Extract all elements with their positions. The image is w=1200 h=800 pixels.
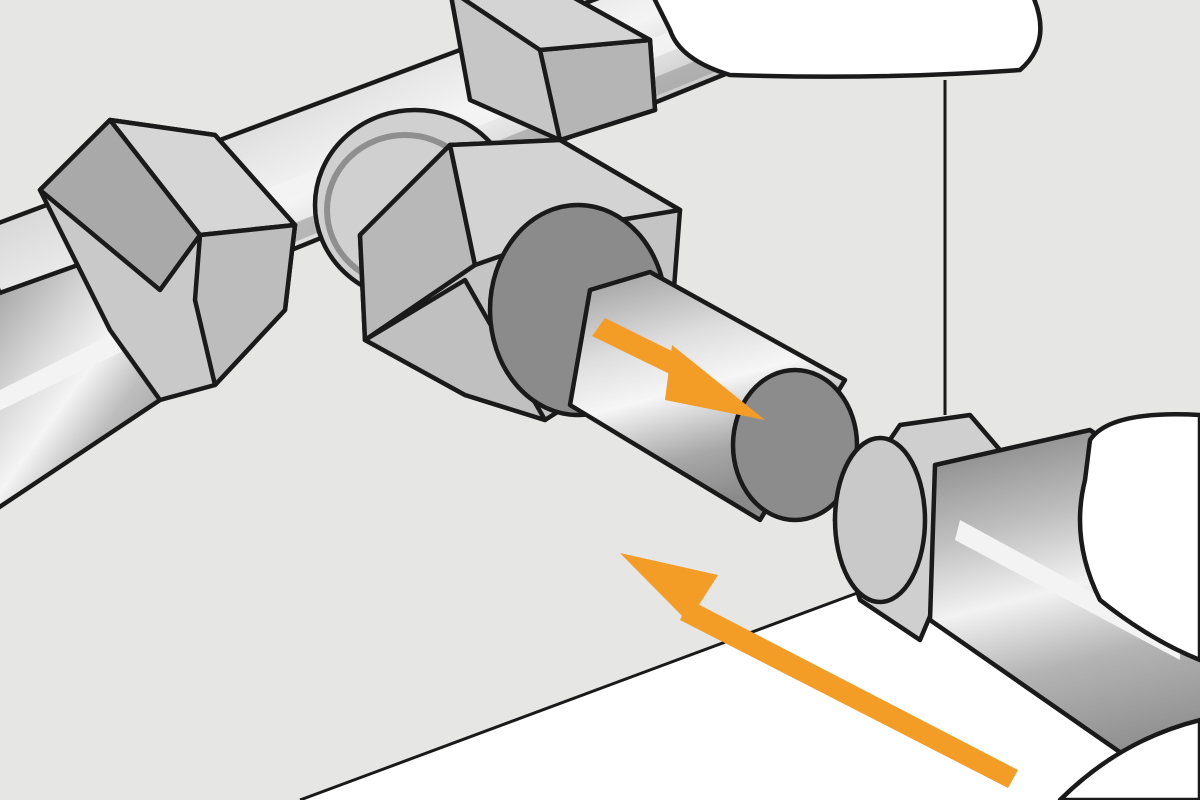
hand-top xyxy=(652,0,1043,79)
left-hex-nut xyxy=(37,117,298,403)
floor-edge-line xyxy=(299,590,861,800)
arrow-push-fitting xyxy=(620,553,1018,788)
top-hex-nut xyxy=(449,0,658,143)
arrow-icon xyxy=(592,318,690,378)
arrow-insert-stub xyxy=(592,318,765,420)
hand-right xyxy=(1057,412,1200,800)
